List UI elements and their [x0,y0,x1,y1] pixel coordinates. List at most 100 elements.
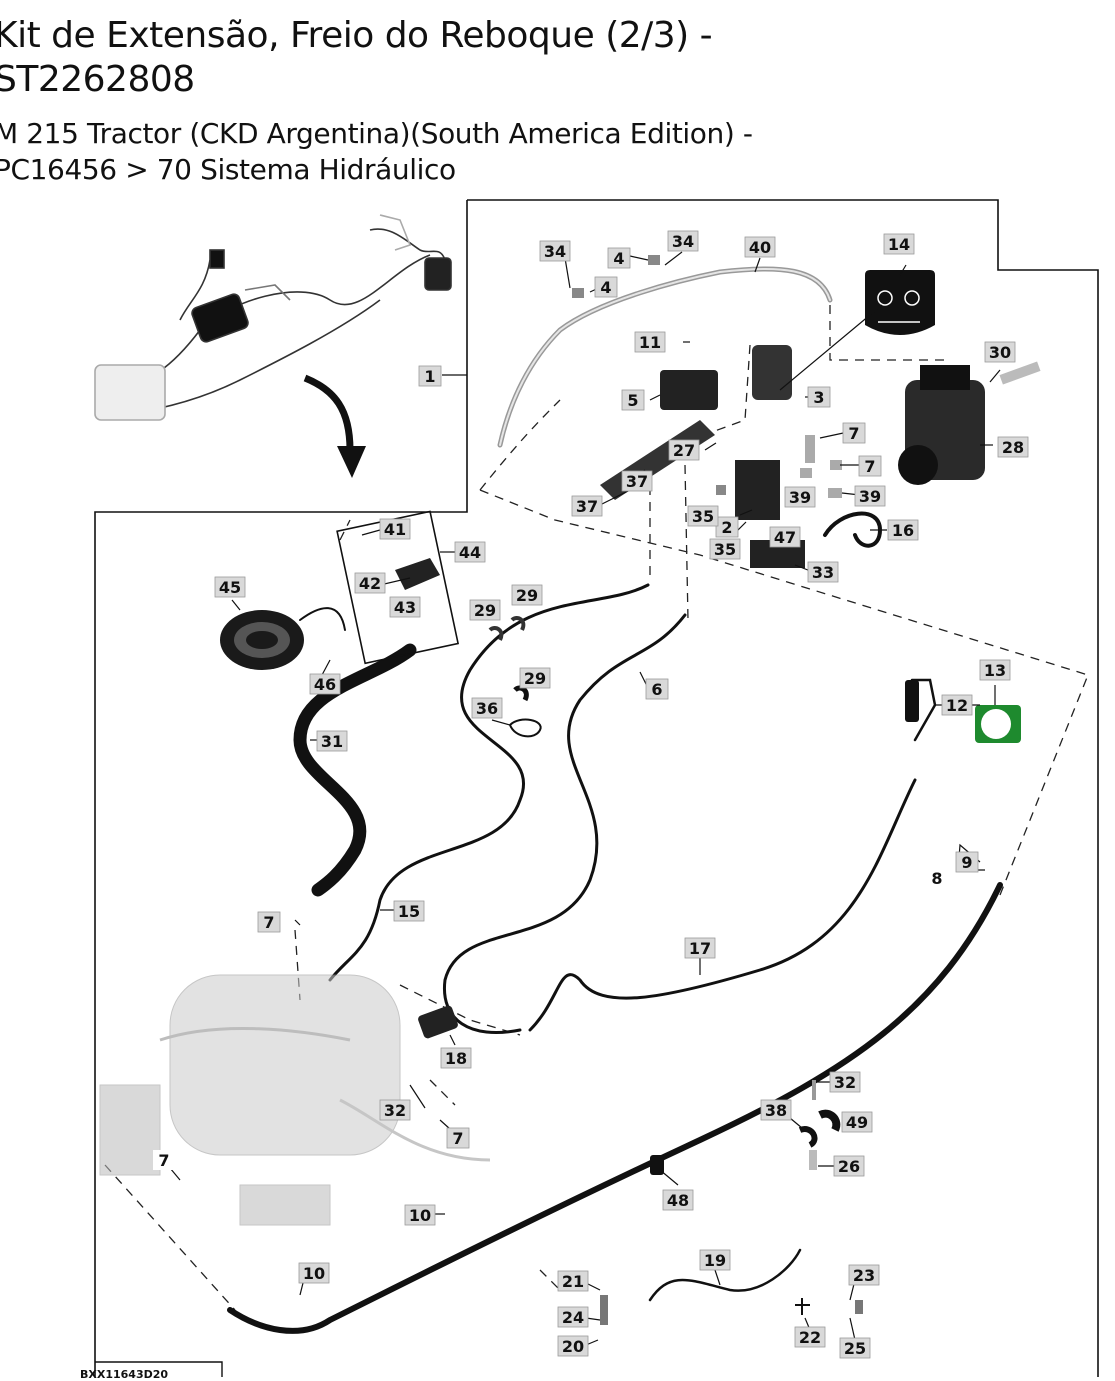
callout-34b: 34 [667,230,699,252]
callout-19: 19 [699,1249,731,1271]
callout-35a: 35 [687,505,719,527]
svg-text:4: 4 [613,249,624,268]
svg-text:38: 38 [765,1101,787,1120]
svg-text:27: 27 [673,441,695,460]
callout-38: 38 [760,1099,792,1121]
svg-text:37: 37 [576,497,598,516]
svg-text:49: 49 [846,1113,868,1132]
callout-34a: 34 [539,240,571,262]
svg-text:37: 37 [626,472,648,491]
callout-25: 25 [839,1337,871,1359]
callout-15: 15 [393,900,425,922]
svg-text:24: 24 [562,1308,584,1327]
label-13 [975,705,1021,743]
connector-30 [999,361,1041,385]
callout-7b: 7 [858,455,882,477]
svg-text:25: 25 [844,1339,866,1358]
page-title: Kit de Extensão, Freio do Reboque (2/3) … [0,14,713,102]
callout-41: 41 [379,518,411,540]
svg-text:31: 31 [321,732,343,751]
callout-46: 46 [309,673,341,695]
callout-20: 20 [557,1335,589,1357]
callout-43: 43 [389,596,421,618]
title-line-1: Kit de Extensão, Freio do Reboque (2/3) … [0,15,713,56]
svg-text:17: 17 [689,939,711,958]
svg-text:33: 33 [812,563,834,582]
callout-11: 11 [634,331,666,353]
hose-17 [528,778,917,1032]
callout-37a: 37 [621,470,653,492]
callout-13: 13 [979,659,1011,681]
leader-lines [169,251,1001,1346]
callout-24: 24 [557,1306,589,1328]
svg-text:45: 45 [219,578,241,597]
svg-text:4: 4 [600,278,611,297]
page-subtitle: M 215 Tractor (CKD Argentina)(South Amer… [0,116,753,188]
svg-text:35: 35 [714,540,736,559]
callout-4a: 4 [607,247,631,269]
callout-8: 8 [926,868,948,888]
hose-15 [328,583,650,982]
svg-text:46: 46 [314,675,336,694]
svg-text:22: 22 [799,1328,821,1347]
svg-text:29: 29 [524,669,546,688]
diagram-frame [94,199,1099,1377]
overview-inset [94,214,452,421]
svg-text:42: 42 [359,574,381,593]
callout-6: 6 [645,678,669,700]
svg-text:7: 7 [452,1129,463,1148]
callout-39b: 39 [854,485,886,507]
svg-text:16: 16 [892,521,914,540]
callout-7d: 7 [446,1127,470,1149]
callout-3: 3 [807,386,831,408]
frame-bottom-stub [95,1361,223,1377]
callouts: 1 2 3 4 4 5 6 7 7 7 7 7 8 9 10 10 11 12 … [153,230,1029,1359]
svg-text:7: 7 [848,424,859,443]
svg-text:21: 21 [562,1272,584,1291]
decal-14 [865,270,935,335]
callout-10a: 10 [404,1204,436,1226]
callout-32b: 32 [829,1071,861,1093]
callout-5: 5 [621,389,645,411]
callout-48: 48 [662,1189,694,1211]
line-40-inner [499,267,831,446]
svg-text:10: 10 [409,1206,431,1225]
svg-text:12: 12 [946,696,968,715]
callout-32a: 32 [379,1099,411,1121]
svg-text:34: 34 [672,232,694,251]
svg-text:35: 35 [692,507,714,526]
hose-6 [442,613,687,1035]
svg-text:34: 34 [544,242,566,261]
callout-9: 9 [955,851,979,873]
svg-text:7: 7 [263,913,274,932]
svg-text:40: 40 [749,238,771,257]
callout-44: 44 [454,541,486,563]
callout-12: 12 [941,694,973,716]
svg-text:44: 44 [459,543,481,562]
callout-1: 1 [418,365,442,387]
svg-text:29: 29 [474,601,496,620]
callout-31: 31 [316,730,348,752]
tank-assembly [99,974,491,1226]
svg-text:18: 18 [445,1049,467,1068]
svg-text:2: 2 [721,518,732,537]
svg-text:20: 20 [562,1337,584,1356]
hose-8 [227,882,1003,1334]
svg-text:47: 47 [774,528,796,547]
callout-39a: 39 [784,486,816,508]
hose-19 [648,1248,802,1302]
cable-12 [910,678,937,742]
callout-18: 18 [440,1047,472,1069]
callout-7a: 7 [842,422,866,444]
callout-17: 17 [684,937,716,959]
svg-text:9: 9 [961,853,972,872]
svg-text:14: 14 [888,235,910,254]
title-line-2: ST2262808 [0,59,195,100]
svg-text:48: 48 [667,1191,689,1210]
svg-text:19: 19 [704,1251,726,1270]
callout-40: 40 [744,236,776,258]
svg-text:23: 23 [853,1266,875,1285]
callout-35b: 35 [709,538,741,560]
small-parts [418,616,863,1325]
